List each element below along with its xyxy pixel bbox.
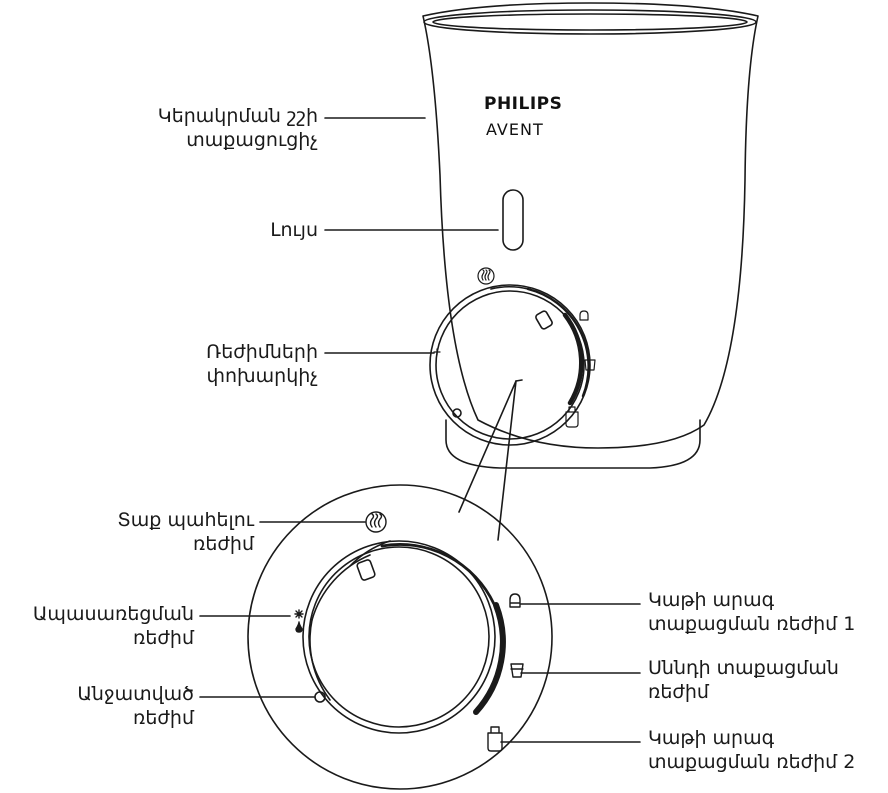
leader-lines xyxy=(200,118,640,742)
label-defrost-line2: ռեժիմ xyxy=(33,626,194,650)
label-milk-fast-1: Կաթի արագ տաքացման ռեժիմ 1 xyxy=(648,588,855,636)
brand-philips: PHILIPS xyxy=(484,94,562,114)
label-heater: Կերակրման շշի տաքացուցիչ xyxy=(158,104,318,152)
warmer-body xyxy=(423,3,758,468)
label-selector-line2: փոխարկիչ xyxy=(206,364,318,388)
label-keep-warm: Տաք պահելու ռեժիմ xyxy=(117,508,254,556)
label-keep-warm-line1: Տաք պահելու xyxy=(117,508,254,532)
label-defrost: Ապասառեցման ռեժիմ xyxy=(33,602,194,650)
label-milk-fast-2: Կաթի արագ տաքացման ռեժիմ 2 xyxy=(648,726,855,774)
label-heater-line1: Կերակրման շշի xyxy=(158,104,318,128)
label-heater-line2: տաքացուցիչ xyxy=(158,128,318,152)
label-off-line2: ռեժիմ xyxy=(77,706,194,730)
label-off: Անջատված ռեժիմ xyxy=(77,682,194,730)
label-light-line1: Լույս xyxy=(270,218,318,242)
label-light: Լույս xyxy=(270,218,318,242)
label-food: Սննդի տաքացման ռեժիմ xyxy=(648,656,839,704)
zoomed-dial xyxy=(248,485,552,789)
label-milk-fast-2-line2: տաքացման ռեժիմ 2 xyxy=(648,750,855,774)
brand-avent: AVENT xyxy=(486,120,544,139)
light-window xyxy=(503,190,523,250)
label-off-line1: Անջատված xyxy=(77,682,194,706)
zoom-pointer xyxy=(459,380,522,540)
label-defrost-line1: Ապասառեցման xyxy=(33,602,194,626)
label-food-line1: Սննդի տաքացման xyxy=(648,656,839,680)
label-keep-warm-line2: ռեժիմ xyxy=(117,532,254,556)
label-selector-line1: Ռեժիմների xyxy=(206,340,318,364)
label-selector: Ռեժիմների փոխարկիչ xyxy=(206,340,318,388)
label-milk-fast-2-line1: Կաթի արագ xyxy=(648,726,855,750)
label-milk-fast-1-line2: տաքացման ռեժիմ 1 xyxy=(648,612,855,636)
label-food-line2: ռեժիմ xyxy=(648,680,839,704)
label-milk-fast-1-line1: Կաթի արագ xyxy=(648,588,855,612)
